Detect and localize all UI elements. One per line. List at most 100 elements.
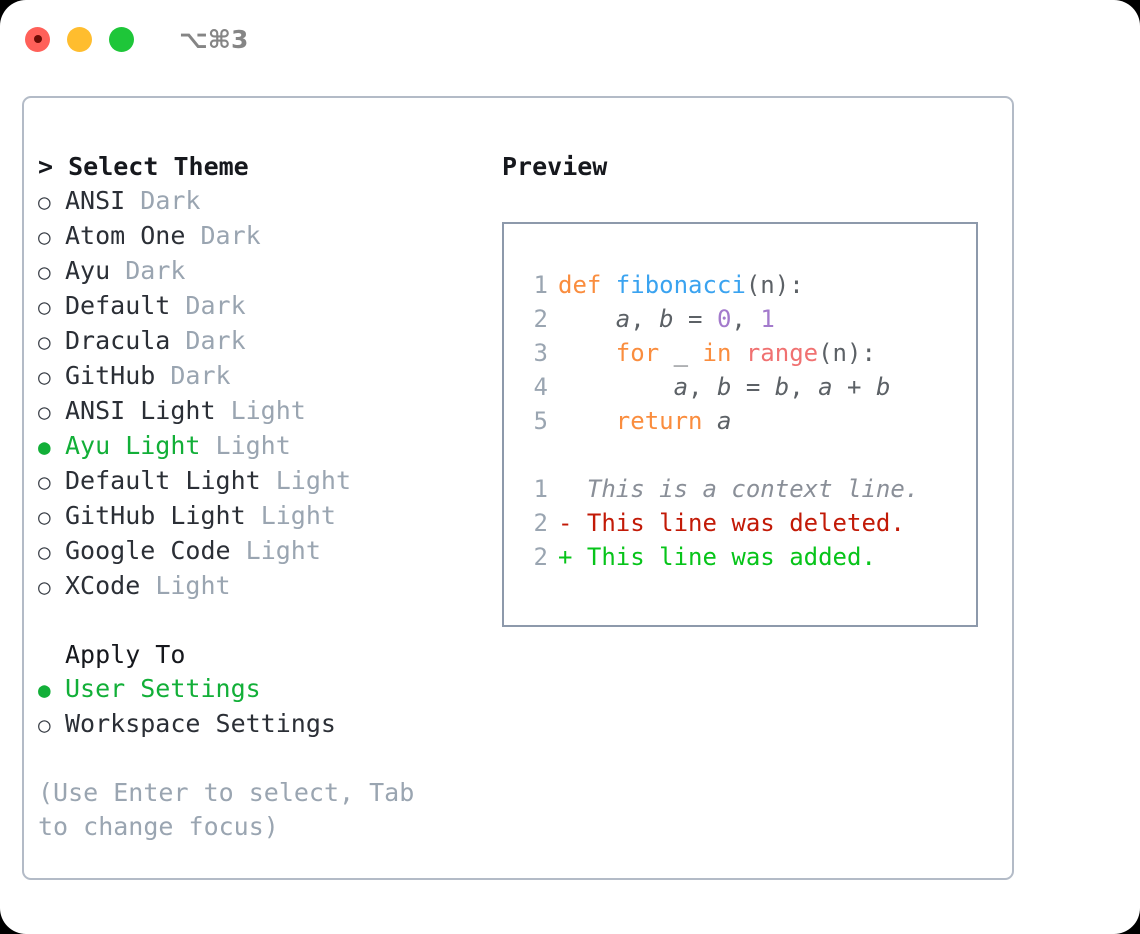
keyboard-hint-text: (Use Enter to select, Tab to change focu… bbox=[38, 778, 415, 841]
theme-option-variant: Dark bbox=[125, 256, 186, 285]
code-token-var: a bbox=[818, 373, 833, 401]
theme-option-github-light[interactable]: ○GitHub Light Light bbox=[38, 499, 488, 534]
code-token-var: b bbox=[716, 373, 732, 401]
code-token-punc: , bbox=[688, 373, 717, 401]
radio-unselected-icon: ○ bbox=[38, 365, 51, 389]
theme-option-dracula[interactable]: ○Dracula Dark bbox=[38, 324, 488, 359]
theme-option-variant: Light bbox=[215, 431, 291, 460]
close-button[interactable] bbox=[25, 26, 50, 52]
code-token-punc: = bbox=[673, 305, 717, 333]
select-theme-header: > Select Theme bbox=[38, 152, 249, 181]
apply-to-option-user-settings[interactable]: ● User Settings bbox=[38, 672, 488, 707]
radio-selected-icon: ● bbox=[38, 678, 51, 702]
maximize-button[interactable] bbox=[109, 26, 134, 52]
theme-option-default-light[interactable]: ○Default Light Light bbox=[38, 464, 488, 499]
theme-option-label: Google Code bbox=[65, 536, 231, 565]
diff-line: 2 + This line was added. bbox=[522, 540, 976, 574]
theme-option-ayu-light[interactable]: ●Ayu Light Light bbox=[38, 429, 488, 464]
theme-option-label: GitHub Light bbox=[65, 501, 246, 530]
radio-unselected-icon: ○ bbox=[38, 713, 51, 737]
line-number: 1 bbox=[533, 271, 548, 299]
theme-option-label: Atom One bbox=[65, 221, 186, 250]
radio-unselected-icon: ○ bbox=[38, 505, 51, 529]
theme-option-spacer bbox=[140, 569, 155, 603]
diff-sample: 1 This is a context line. 2- This line wa… bbox=[504, 472, 976, 574]
theme-option-spacer bbox=[170, 289, 185, 323]
code-token-punc bbox=[558, 407, 616, 435]
theme-option-label: ANSI bbox=[65, 186, 126, 215]
diff-text: This line was added. bbox=[572, 543, 876, 571]
theme-option-label: Dracula bbox=[65, 326, 171, 355]
theme-option-variant: Dark bbox=[185, 291, 246, 320]
code-token-punc: = bbox=[731, 373, 775, 401]
theme-option-xcode[interactable]: ○XCode Light bbox=[38, 569, 488, 604]
theme-option-spacer bbox=[261, 464, 276, 498]
theme-list: ○ANSI Dark○Atom One Dark○Ayu Dark○Defaul… bbox=[38, 184, 488, 604]
code-token-var: a bbox=[716, 407, 732, 435]
code-token-num: 0 bbox=[716, 305, 732, 333]
line-number: 3 bbox=[533, 339, 548, 367]
theme-option-google-code[interactable]: ○Google Code Light bbox=[38, 534, 488, 569]
radio-unselected-icon: ○ bbox=[38, 470, 51, 494]
preview-title: Preview bbox=[502, 152, 608, 181]
line-number: 4 bbox=[533, 373, 548, 401]
theme-option-ansi[interactable]: ○ANSI Dark bbox=[38, 184, 488, 219]
apply-to-option-label: Workspace Settings bbox=[65, 709, 336, 738]
theme-selector-column: > Select Theme ○ANSI Dark○Atom One Dark○… bbox=[38, 150, 488, 844]
theme-option-label: Ayu bbox=[65, 256, 111, 285]
theme-option-label: GitHub bbox=[65, 361, 156, 390]
theme-option-variant: Dark bbox=[200, 221, 261, 250]
code-line: 5 return a bbox=[522, 404, 976, 438]
code-line: 2 a, b = 0, 1 bbox=[522, 302, 976, 336]
code-diff-separator bbox=[504, 438, 976, 472]
code-token-punc bbox=[558, 305, 616, 333]
code-token-var: _ bbox=[673, 339, 689, 367]
theme-option-ayu[interactable]: ○Ayu Dark bbox=[38, 254, 488, 289]
theme-option-spacer bbox=[110, 254, 125, 288]
code-token-punc: + bbox=[832, 373, 876, 401]
code-token-kw: in bbox=[702, 339, 746, 367]
diff-sign: + bbox=[558, 543, 573, 571]
diff-line: 2- This line was deleted. bbox=[522, 506, 976, 540]
radio-unselected-icon: ○ bbox=[38, 225, 51, 249]
theme-option-variant: Dark bbox=[170, 361, 231, 390]
theme-option-spacer bbox=[216, 394, 231, 428]
line-number: 5 bbox=[533, 407, 548, 435]
code-line: 3 for _ in range(n): bbox=[522, 336, 976, 370]
theme-option-ansi-light[interactable]: ○ANSI Light Light bbox=[38, 394, 488, 429]
theme-option-spacer bbox=[246, 499, 261, 533]
theme-option-variant: Light bbox=[155, 571, 231, 600]
radio-unselected-icon: ○ bbox=[38, 330, 51, 354]
apply-to-header: Apply To bbox=[65, 640, 186, 669]
code-token-fn: fibonacci bbox=[615, 271, 746, 299]
main-panel: > Select Theme ○ANSI Dark○Atom One Dark○… bbox=[22, 96, 1014, 880]
minimize-button[interactable] bbox=[67, 26, 92, 52]
apply-to-option-label: User Settings bbox=[65, 674, 261, 703]
line-number: 1 bbox=[533, 475, 548, 503]
theme-option-github[interactable]: ○ GitHub Dark bbox=[38, 359, 488, 394]
radio-unselected-icon: ○ bbox=[38, 575, 51, 599]
line-number: 2 bbox=[533, 543, 548, 571]
code-token-call: range bbox=[745, 339, 819, 367]
code-line: 4 a, b = b, a + b bbox=[522, 370, 976, 404]
code-token-punc: (n): bbox=[745, 271, 804, 299]
keyboard-shortcut-label: ⌥⌘3 bbox=[179, 24, 249, 54]
window-controls bbox=[25, 26, 134, 52]
code-token-punc: , bbox=[630, 305, 660, 333]
code-token-var: a bbox=[673, 373, 689, 401]
line-number: 2 bbox=[533, 305, 548, 333]
theme-option-default[interactable]: ○Default Dark bbox=[38, 289, 488, 324]
theme-option-spacer bbox=[170, 324, 185, 358]
apply-to-option-workspace-settings[interactable]: ○ Workspace Settings bbox=[38, 707, 488, 742]
theme-option-atom-one[interactable]: ○ Atom One Dark bbox=[38, 219, 488, 254]
code-token-var: b bbox=[875, 373, 891, 401]
diff-text: This is a context line. bbox=[572, 475, 920, 503]
theme-option-variant: Light bbox=[245, 536, 321, 565]
radio-unselected-icon: ○ bbox=[38, 295, 51, 319]
code-token-kw: return bbox=[615, 407, 717, 435]
